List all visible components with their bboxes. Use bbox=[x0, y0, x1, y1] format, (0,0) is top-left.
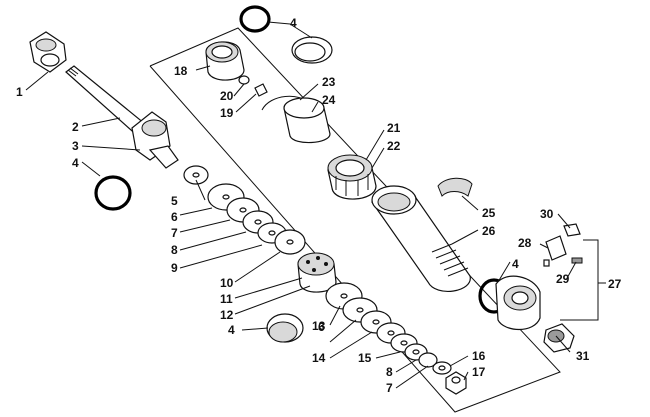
callout-7-right: 7 bbox=[386, 381, 393, 395]
callout-26: 26 bbox=[482, 224, 496, 238]
callout-6-left: 6 bbox=[171, 210, 178, 224]
washer-5 bbox=[183, 165, 209, 185]
callout-29: 29 bbox=[556, 272, 570, 286]
fill-valve-assembly bbox=[543, 223, 583, 267]
shim-stack-left bbox=[207, 183, 306, 255]
callout-8-right: 8 bbox=[386, 365, 393, 379]
callout-20: 20 bbox=[220, 89, 234, 103]
callout-16: 16 bbox=[472, 349, 486, 363]
assembly-boundary bbox=[149, 27, 561, 413]
piston bbox=[297, 252, 337, 293]
callout-10: 10 bbox=[220, 276, 234, 290]
callout-7-left: 7 bbox=[171, 226, 178, 240]
callout-25: 25 bbox=[482, 206, 496, 220]
callout-12: 12 bbox=[220, 308, 234, 322]
piston-band bbox=[266, 313, 304, 343]
callout-4-right: 4 bbox=[512, 257, 519, 271]
callout-8-left: 8 bbox=[171, 243, 178, 257]
callout-22: 22 bbox=[387, 139, 401, 153]
callout-17: 17 bbox=[472, 365, 486, 379]
lower-eye bbox=[495, 275, 541, 331]
callout-31: 31 bbox=[576, 349, 590, 363]
callout-13: 13 bbox=[312, 319, 326, 333]
nut-17 bbox=[445, 371, 467, 395]
o-ring-left bbox=[94, 175, 132, 211]
callout-30: 30 bbox=[540, 207, 554, 221]
o-ring-top bbox=[239, 5, 271, 33]
shaft-collar bbox=[131, 111, 179, 169]
callout-5: 5 bbox=[171, 194, 178, 208]
callout-27: 27 bbox=[608, 277, 622, 291]
shaft-eye-bushing bbox=[29, 31, 67, 73]
retaining-clips bbox=[261, 95, 331, 144]
shock-body bbox=[371, 185, 471, 292]
callout-2: 2 bbox=[72, 120, 79, 134]
callout-6-right: 6 bbox=[318, 320, 325, 334]
nut-washer-16 bbox=[432, 361, 452, 375]
callout-24: 24 bbox=[322, 93, 336, 107]
shim-stack-right bbox=[325, 282, 438, 368]
callout-labels: 1 2 3 4 4 4 4 5 6 6 7 7 8 8 9 10 11 12 1… bbox=[16, 16, 622, 395]
valve-20 bbox=[238, 75, 250, 85]
callout-21: 21 bbox=[387, 121, 401, 135]
callout-4-top: 4 bbox=[290, 16, 297, 30]
callout-19: 19 bbox=[220, 106, 234, 120]
callout-28: 28 bbox=[518, 236, 532, 250]
bushing-31 bbox=[543, 323, 575, 353]
callout-4-band: 4 bbox=[228, 323, 235, 337]
callout-18: 18 bbox=[174, 64, 188, 78]
seal-ring bbox=[291, 36, 333, 64]
callout-4-left: 4 bbox=[72, 156, 79, 170]
spring-collar bbox=[327, 154, 377, 200]
callout-14: 14 bbox=[312, 351, 326, 365]
callout-1: 1 bbox=[16, 85, 23, 99]
valve-19 bbox=[254, 83, 268, 97]
callout-23: 23 bbox=[322, 75, 336, 89]
callout-9: 9 bbox=[171, 261, 178, 275]
seal-cap bbox=[205, 41, 245, 81]
callout-15: 15 bbox=[358, 351, 372, 365]
callout-3: 3 bbox=[72, 139, 79, 153]
bump-stop-sleeve bbox=[437, 177, 473, 197]
callout-11: 11 bbox=[220, 292, 233, 306]
leader-lines bbox=[25, 21, 606, 389]
